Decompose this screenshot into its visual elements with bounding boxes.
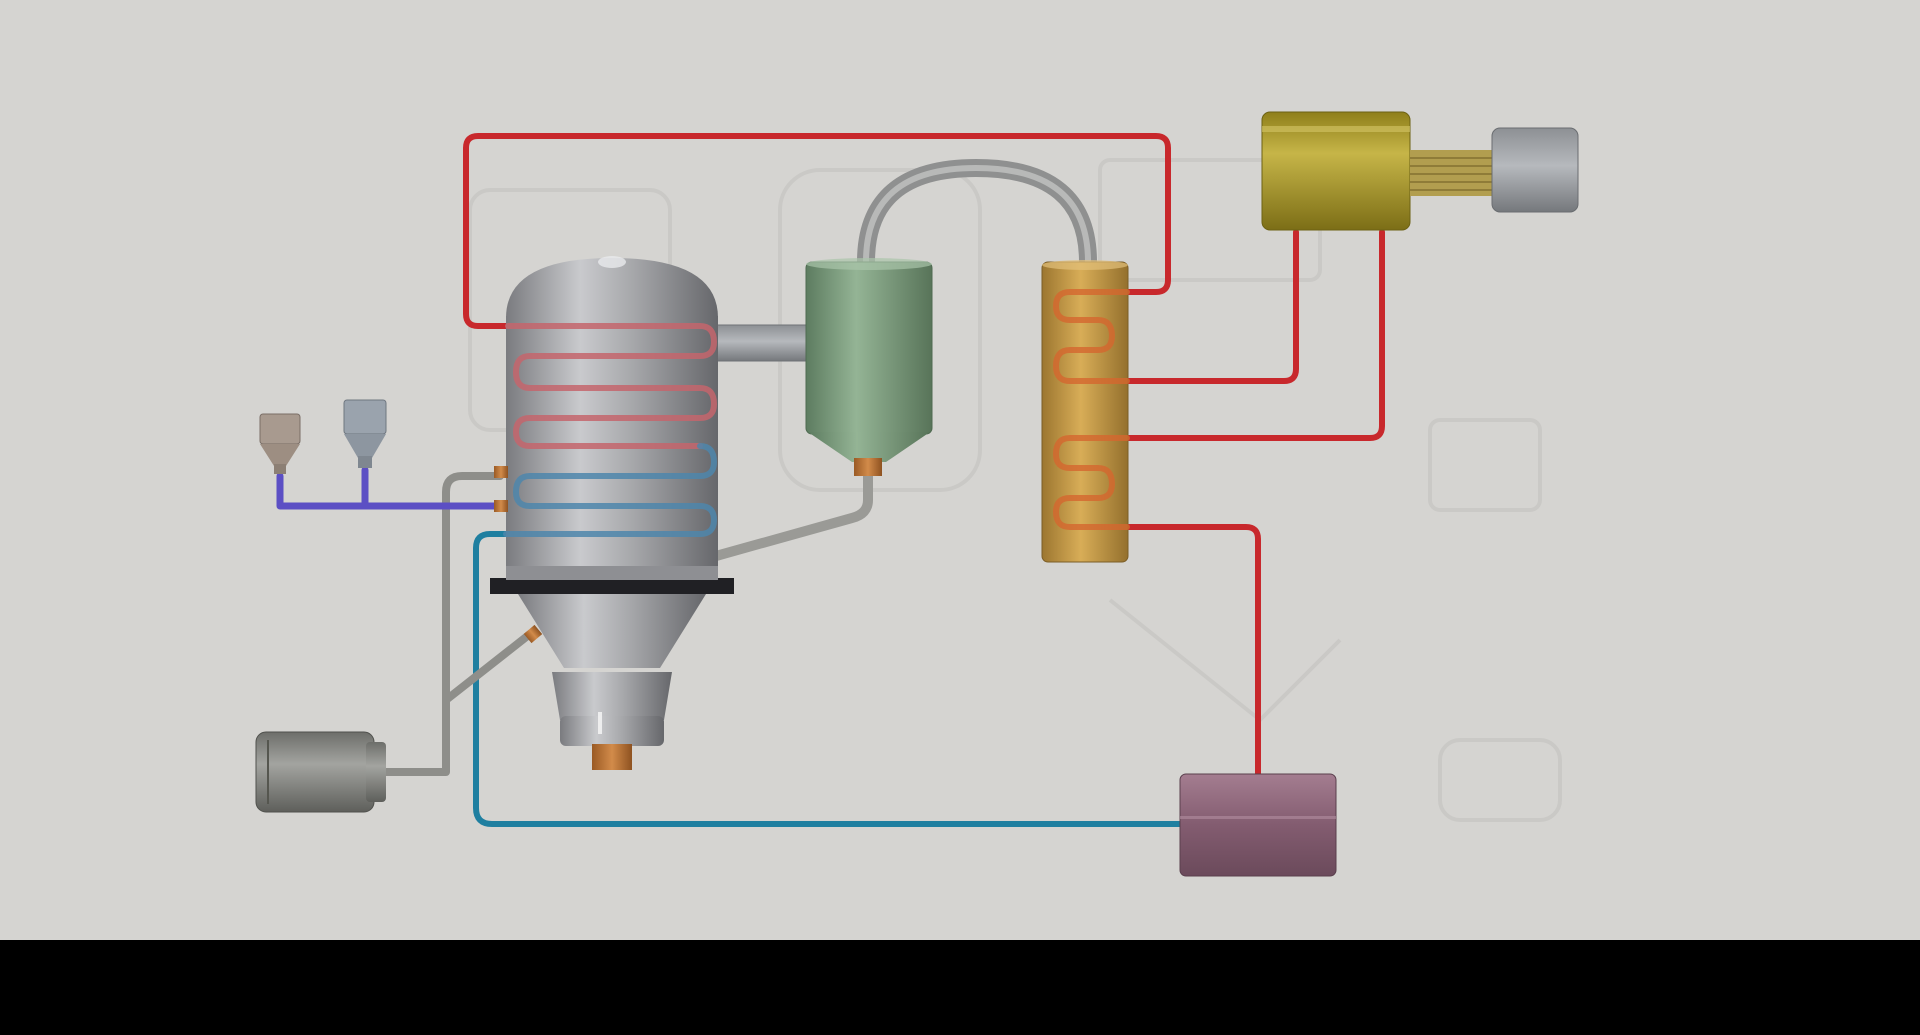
reactor-heating-coil xyxy=(505,323,718,449)
air-line-branch xyxy=(442,630,534,704)
reactor-cooling-coil xyxy=(503,443,718,537)
vapor-arc-highlight xyxy=(863,164,1091,265)
hot-loop-pipe-heater-2 xyxy=(1124,229,1385,441)
hot-loop-pipe-tank xyxy=(1124,524,1261,777)
blower-icon[interactable] xyxy=(255,731,386,813)
cyclone-separator-icon[interactable] xyxy=(805,258,933,476)
reactor-vessel-icon[interactable] xyxy=(490,256,734,770)
hopper-icon[interactable] xyxy=(343,399,387,468)
vapor-duct xyxy=(713,324,807,362)
cyclone-outlet xyxy=(854,458,882,476)
hopper-icon[interactable] xyxy=(259,413,301,474)
heater-motor-icon[interactable] xyxy=(1261,111,1579,231)
air-line-pipe xyxy=(380,472,504,776)
condenser-coil xyxy=(1052,289,1130,530)
letterbox-bar xyxy=(0,940,1920,1035)
motor-cap xyxy=(1491,127,1579,213)
hot-loop-pipe-heater-1 xyxy=(1124,229,1299,384)
cyclone-return-pipe xyxy=(711,467,873,561)
hot-loop-pipe-top xyxy=(463,133,1171,329)
feed-line-pipe xyxy=(276,472,504,510)
reactor-outlet xyxy=(592,744,632,770)
reactor-flange xyxy=(490,578,734,594)
condenser-column-icon[interactable] xyxy=(1041,260,1130,563)
collection-tank-icon[interactable] xyxy=(1179,773,1337,877)
